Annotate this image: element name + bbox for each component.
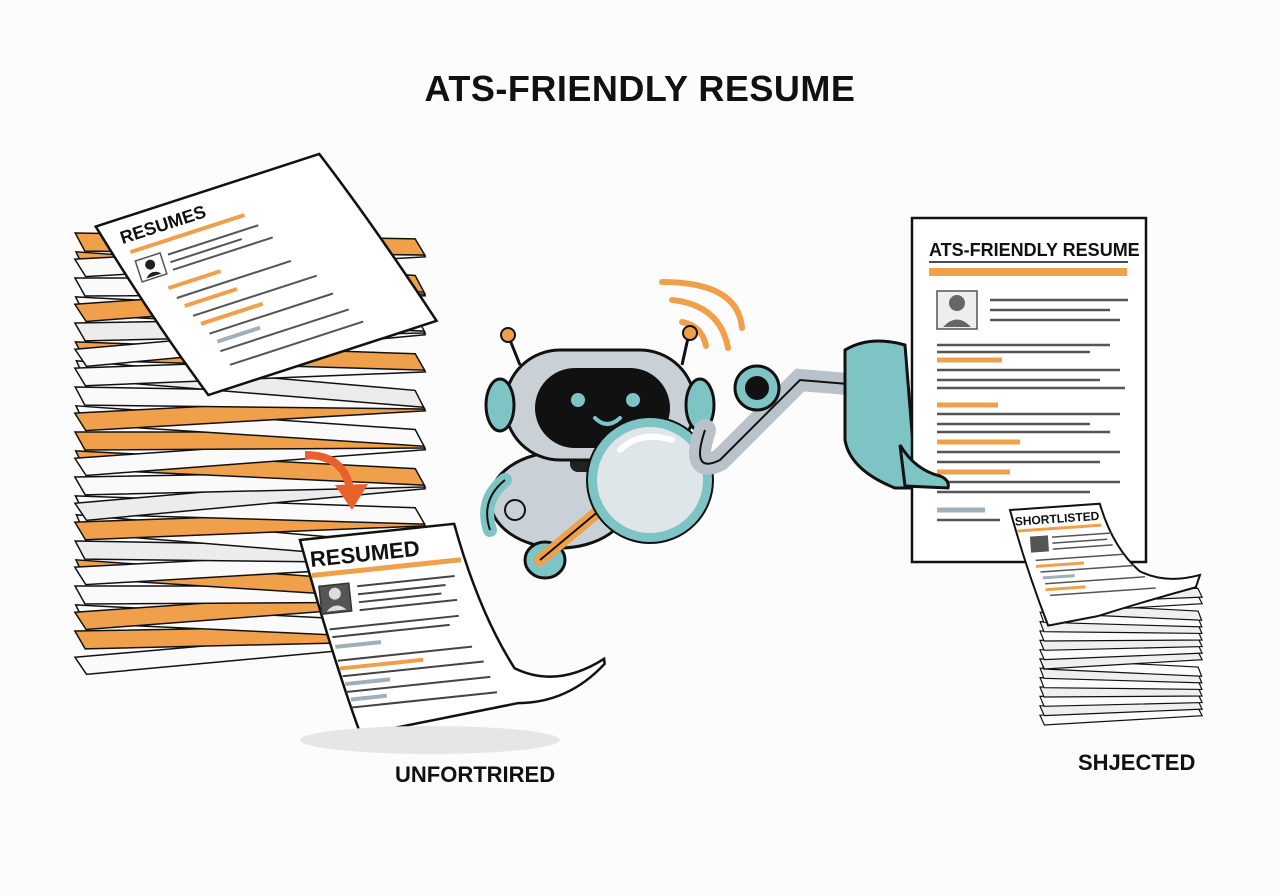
magnifying-glass-icon: [534, 416, 714, 566]
avatar-icon: [936, 290, 978, 330]
robot-icon: [480, 279, 950, 580]
approved-resume-header: ATS-FRIENDLY RESUME: [929, 240, 1140, 260]
curved-arrow-icon: [304, 451, 368, 510]
page-title: ATS-FRIENDLY RESUME: [424, 68, 856, 109]
left-caption: UNFORTRIRED: [395, 762, 556, 787]
wifi-signal-icon: [659, 279, 745, 351]
right-caption: SHJECTED: [1078, 750, 1196, 775]
rejected-resume-sheet: RESUMED: [298, 522, 606, 737]
approved-resume-document: ATS-FRIENDLY RESUME: [898, 216, 1148, 564]
shortlisted-stack: SHORTLISTED: [1008, 502, 1204, 726]
shortlisted-sheet: SHORTLISTED: [1008, 502, 1202, 627]
resume-sheet-top: RESUMES: [93, 152, 439, 397]
shortlisted-label: SHORTLISTED: [1014, 509, 1100, 529]
